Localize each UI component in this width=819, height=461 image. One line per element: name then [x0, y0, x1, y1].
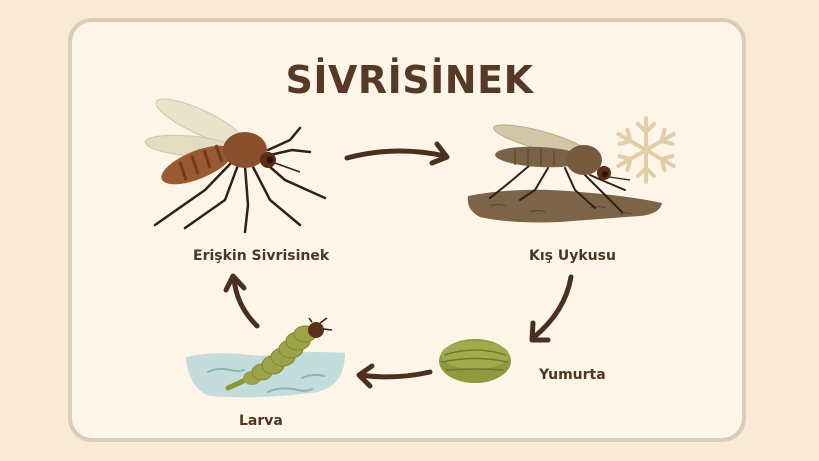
stage-label-egg: Yumurta	[539, 367, 606, 383]
stage-label-adult: Erişkin Sivrisinek	[193, 248, 330, 264]
arrow-hibernation-to-egg-icon	[529, 274, 574, 343]
arrow-adult-to-hibernation-icon	[344, 141, 450, 166]
stage-label-hibernation: Kış Uykusu	[529, 248, 616, 264]
arrow-larva-to-adult-icon	[223, 273, 260, 329]
snowflake-icon	[616, 116, 676, 184]
stage-label-larva: Larva	[239, 413, 283, 429]
adult-mosquito-icon	[144, 98, 327, 234]
larva-icon	[186, 317, 345, 398]
arrow-egg-to-larva-icon	[356, 363, 433, 389]
diagram-title: SİVRİSİNEK	[285, 58, 534, 102]
egg-icon	[439, 339, 511, 383]
diagram-card	[68, 18, 746, 442]
hibernating-mosquito-icon	[467, 124, 662, 223]
